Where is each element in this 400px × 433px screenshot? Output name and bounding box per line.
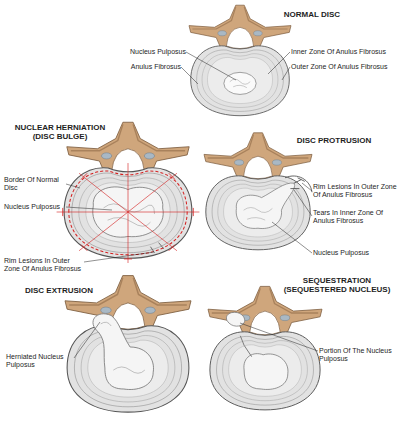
disc <box>206 176 310 250</box>
panel-heading: SEQUESTRATION (SEQUESTERED NUCLEUS) <box>278 276 396 294</box>
disc-extrusion-panel <box>65 276 191 413</box>
panel-heading-box: DISC PROTRUSION <box>284 136 384 145</box>
callout-label: Nucleus Pulposus <box>110 48 186 56</box>
callout-label: Portion Of The Nucleus Pulposus <box>319 347 397 363</box>
annular-tear <box>240 336 251 357</box>
leader-line <box>282 67 290 80</box>
leader-lines <box>66 52 318 358</box>
leader-line <box>66 184 80 188</box>
callout-label: Rim Lesions In Outer Zone Of Anulus Fibr… <box>313 183 398 199</box>
disc <box>210 332 320 410</box>
panel-heading: NORMAL DISC <box>272 10 352 19</box>
nucleus-texture <box>230 79 250 88</box>
leader-line <box>272 222 312 253</box>
nucleus-texture <box>244 208 273 221</box>
callout-label: Nucleus Pulposus <box>4 203 66 211</box>
leader-line <box>302 183 312 191</box>
vertebra <box>204 133 312 180</box>
leader-line <box>294 190 312 216</box>
vertebra <box>189 5 291 49</box>
callout-label: Inner Zone Of Anulus Fibrosus <box>291 48 397 56</box>
panel-heading-box: NORMAL DISC <box>272 10 352 19</box>
leader-line <box>181 67 198 84</box>
callout-label: Outer Zone Of Anulus Fibrosus <box>291 63 397 71</box>
nucleus-texture <box>104 204 155 226</box>
leader-line <box>186 52 236 80</box>
panel-heading-box: SEQUESTRATION (SEQUESTERED NUCLEUS) <box>278 276 396 294</box>
leader-line <box>66 207 112 210</box>
rim-lesion <box>150 243 163 253</box>
callout-label: Nucleus Pulposus <box>313 249 393 257</box>
leader-line <box>74 322 100 358</box>
callout-label: Herniated Nucleus Pulposus <box>6 353 74 369</box>
panel-heading: NUCLEAR HERNIATION (DISC BULGE) <box>4 123 116 141</box>
leader-line <box>240 323 318 351</box>
panel-heading-box: NUCLEAR HERNIATION (DISC BULGE) <box>4 123 116 141</box>
sequestration-panel <box>208 286 322 410</box>
leader-line <box>268 52 290 74</box>
normal-disc-panel <box>189 5 291 116</box>
callout-label: Rim Lesions In Outer Zone Of Anulus Fibr… <box>4 257 86 273</box>
bulge-tick <box>63 173 194 259</box>
panel-heading: DISC EXTRUSION <box>14 286 104 295</box>
nucleus <box>236 183 294 229</box>
disc-protrusion-panel <box>204 133 312 250</box>
callout-label: Anulus Fibrosus <box>110 63 181 71</box>
vertebra <box>65 276 191 331</box>
panel-heading: DISC PROTRUSION <box>284 136 384 145</box>
panel-heading-box: DISC EXTRUSION <box>14 286 104 295</box>
sequestered-fragment <box>226 312 244 326</box>
nuclear-herniation-panel <box>57 122 200 263</box>
nucleus <box>244 354 288 390</box>
disc <box>191 46 290 116</box>
leader-line <box>84 252 154 262</box>
herniated-nucleus <box>93 314 154 390</box>
bulge-axis <box>57 163 200 263</box>
nucleus-texture <box>101 322 145 373</box>
callout-label: Border Of Normal Disc <box>4 176 66 192</box>
callout-label: Tears In Inner Zone Of Anulus Fibrosus <box>313 209 398 225</box>
